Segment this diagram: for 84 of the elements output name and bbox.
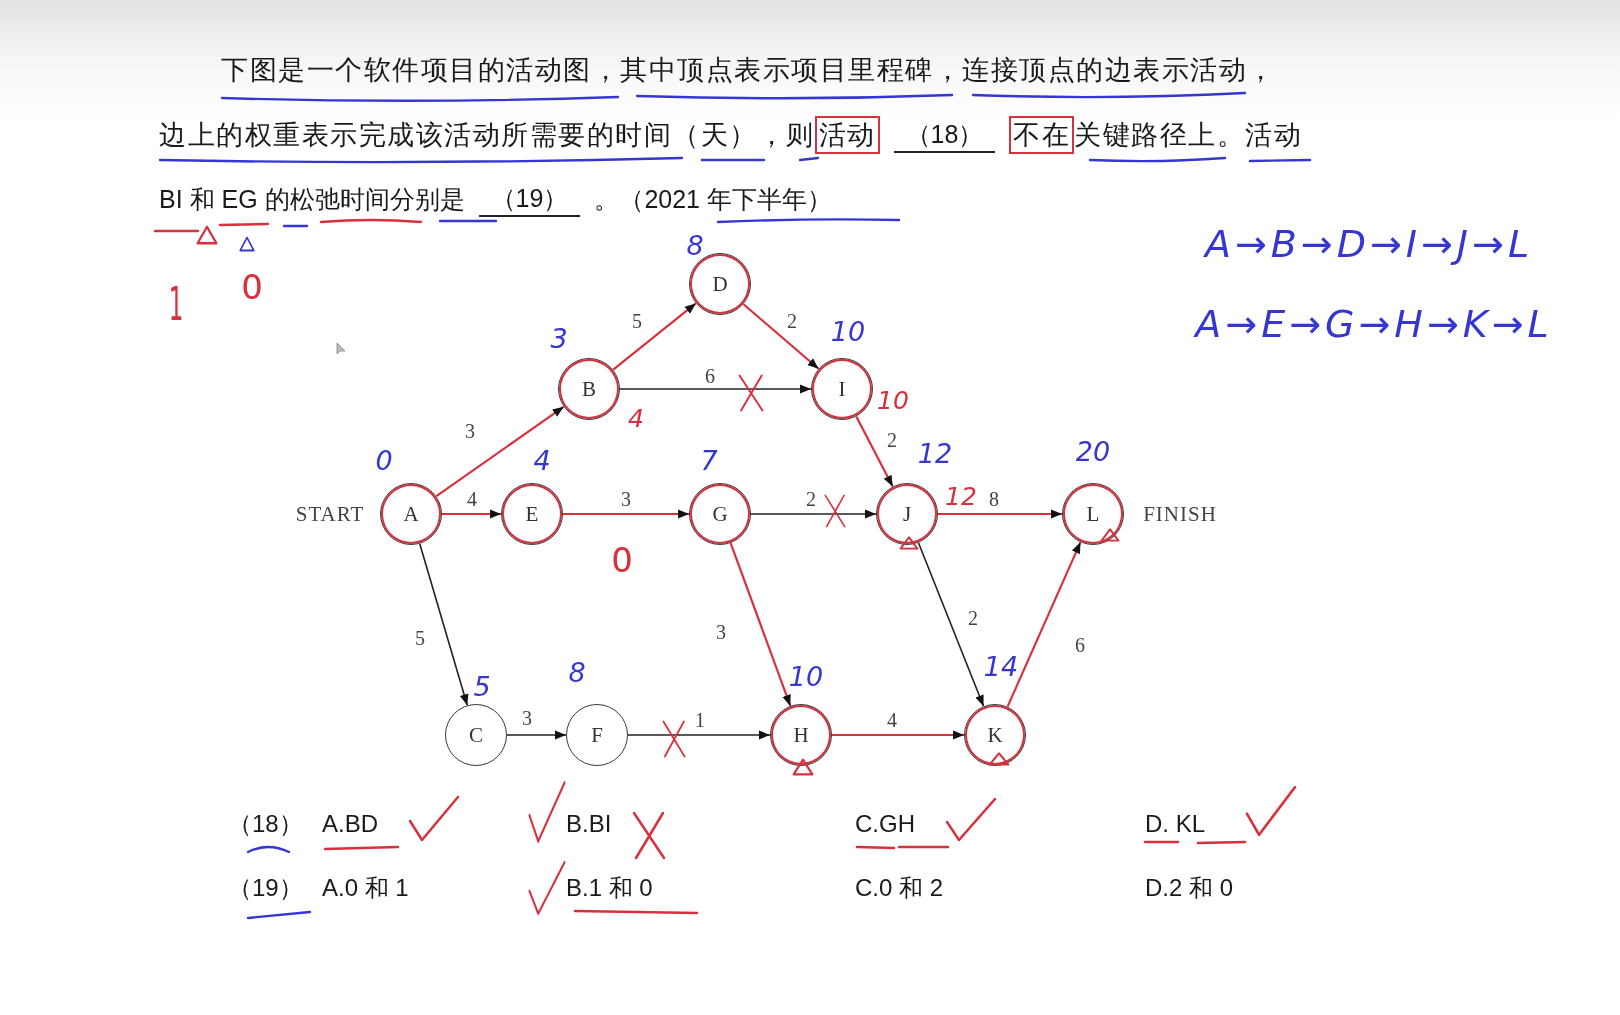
option-text: A.0 和 1 — [322, 876, 409, 900]
edge-label: 4 — [887, 710, 897, 730]
edge-label: 5 — [415, 628, 425, 648]
arrow — [612, 302, 697, 371]
option-text: B.1 和 0 — [566, 876, 653, 900]
handwritten-number: 0 — [241, 270, 263, 304]
edge-label: 3 — [465, 421, 475, 441]
handwritten-number: 3 — [550, 324, 568, 352]
arrow — [563, 509, 689, 519]
handwritten-path: A→E→G→H→K→L — [1195, 305, 1553, 343]
handwritten-number: 0 — [375, 446, 393, 474]
edge-label: 6 — [705, 366, 715, 386]
handwritten-number: 5 — [473, 672, 491, 700]
edge-label: 2 — [968, 608, 978, 628]
edge-label: 2 — [806, 489, 816, 509]
handwritten-number: 14 — [983, 652, 1019, 680]
arrow — [506, 730, 567, 740]
boxed-word: 活动 — [814, 116, 880, 154]
option-text: （19） — [228, 876, 303, 900]
question-text: 。（2021 年下半年） — [594, 184, 832, 215]
question-text: 边上的权重表示完成该活动所需要的时间（天），则 — [159, 119, 815, 152]
edge-label: 5 — [632, 311, 642, 331]
arrow — [442, 509, 501, 519]
handwritten-number: 10 — [877, 387, 909, 413]
arrow — [938, 509, 1062, 519]
node-label: E — [525, 503, 539, 525]
handwritten-number: 0 — [611, 543, 633, 577]
edge-label: 3 — [716, 622, 726, 642]
arrow — [750, 509, 877, 519]
node-label: A — [403, 503, 419, 525]
fill-in-line: （18） — [893, 117, 996, 153]
node-label: I — [838, 378, 846, 400]
option-text: D.2 和 0 — [1145, 876, 1234, 900]
node-label: J — [902, 503, 912, 525]
arrow — [435, 405, 565, 498]
option-text: A.BD — [322, 812, 378, 836]
edge-label: 3 — [621, 489, 631, 509]
question-text: BI 和 EG 的松弛时间分别是 — [159, 184, 465, 215]
arrow — [855, 416, 894, 487]
node-label: G — [712, 503, 728, 525]
boxed-word: 不在 — [1009, 116, 1075, 154]
arrow — [1006, 541, 1082, 708]
handwritten-number: 12 — [945, 483, 977, 509]
node-label: C — [469, 724, 483, 746]
handwritten-number: 1 — [168, 281, 184, 327]
option-text: （18） — [228, 812, 303, 836]
edge-label: 3 — [522, 708, 532, 728]
node-label: L — [1086, 503, 1100, 525]
option-text: D. KL — [1145, 812, 1206, 836]
handwritten-number: 10 — [788, 662, 824, 690]
node-label: H — [793, 724, 809, 746]
handwritten-number: 7 — [700, 446, 718, 474]
option-text: C.GH — [855, 812, 915, 836]
question-text: 下图是一个软件项目的活动图，其中顶点表示项目里程碑，连接顶点的边表示活动， — [221, 54, 1276, 87]
arrow — [742, 303, 820, 370]
edge-label: 4 — [467, 489, 477, 509]
arrow — [627, 730, 771, 740]
edge-label: 2 — [887, 430, 897, 450]
handwritten-number: 10 — [830, 317, 866, 345]
handwritten-number: 8 — [568, 658, 586, 686]
fill-in-line: （19） — [478, 181, 581, 217]
edge-label: 1 — [695, 710, 705, 730]
node-caption: START — [295, 503, 365, 525]
edge-label: 8 — [989, 489, 999, 509]
arrow — [729, 542, 792, 707]
handwritten-number: 8 — [686, 231, 704, 259]
edge-label: 6 — [1075, 635, 1085, 655]
node-caption: FINISH — [1143, 503, 1217, 525]
handwritten-number: 4 — [628, 405, 644, 431]
node-label: K — [987, 724, 1003, 746]
handwritten-number: 12 — [917, 439, 953, 467]
question-text: 关键路径上。活动 — [1074, 119, 1303, 152]
arrow — [832, 730, 964, 740]
handwritten-number: 4 — [533, 446, 551, 474]
node-label: B — [582, 378, 596, 400]
option-text: B.BI — [566, 812, 612, 836]
arrow — [917, 542, 985, 707]
handwritten-path: A→B→D→I→J→L — [1204, 225, 1534, 263]
node-label: D — [712, 273, 728, 295]
edge-label: 2 — [787, 311, 797, 331]
option-text: C.0 和 2 — [855, 876, 944, 900]
handwritten-number: 20 — [1075, 437, 1111, 465]
arrow — [619, 384, 812, 394]
node-label: F — [591, 724, 603, 746]
